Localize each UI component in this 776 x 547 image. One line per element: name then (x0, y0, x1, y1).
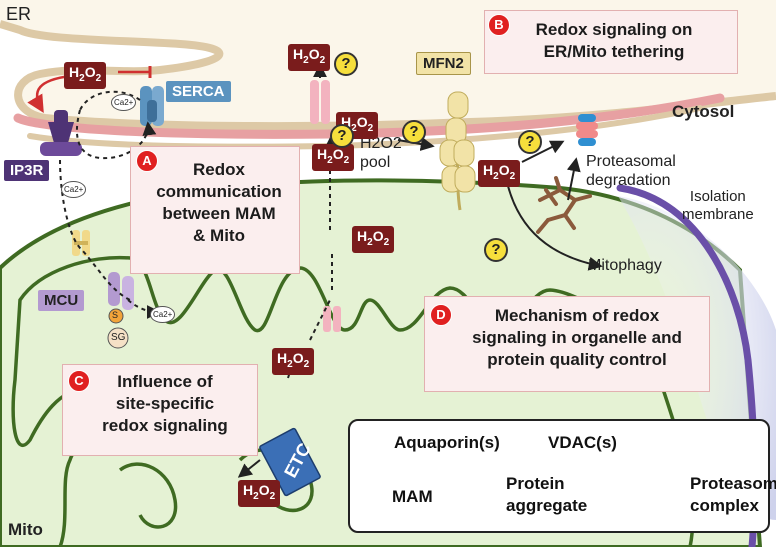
panel-a: Redox communication between MAM & Mito (130, 146, 300, 274)
panel-c: Influence of site-specific redox signali… (62, 364, 258, 456)
panel-c-text: Influence of site-specific redox signali… (102, 372, 228, 435)
mfn2-tether (439, 91, 476, 211)
panel-b-text: Redox signaling on ER/Mito tethering (535, 20, 693, 61)
ip3r-label: IP3R (4, 160, 50, 181)
mitophagy-label: Mitophagy (588, 257, 662, 274)
panel-b-badge: B (488, 14, 510, 36)
protein-aggregate (536, 176, 592, 234)
legend: Aquaporin(s) VDAC(s) MAM Protein aggrega… (348, 419, 776, 533)
serca-pump (140, 86, 164, 126)
mito-vdac (72, 230, 90, 256)
er-membrane (0, 20, 776, 131)
s-label: S (112, 310, 119, 320)
panel-d: Mechanism of redox signaling in organell… (424, 296, 710, 392)
legend-vdac-label: VDAC(s) (548, 433, 617, 452)
question-icon-mitophagy: ? (484, 238, 508, 262)
panel-d-badge: D (430, 304, 452, 326)
sg-label: SG (111, 332, 126, 343)
h2o2-badge-er: H2O2 (64, 62, 107, 89)
proteasomal-degradation-label: Proteasomal degradation (586, 153, 676, 189)
h2o2-badge-pool-front: H2O2 (312, 144, 355, 171)
h2o2-badge-mito: H2O2 (272, 348, 315, 375)
ip3r-channel (40, 110, 82, 156)
h2o2-badge-cytosol: H2O2 (478, 160, 521, 187)
panel-c-badge: C (68, 370, 90, 392)
mito-aquaporin (323, 306, 341, 332)
h2o2-badge-top: H2O2 (288, 44, 331, 71)
isolation-membrane-label: Isolation membrane (682, 188, 754, 223)
question-icon-top: ? (334, 52, 358, 76)
proteasome (576, 114, 598, 146)
panel-d-text: Mechanism of redox signaling in organell… (472, 306, 682, 369)
mito-label: Mito (8, 520, 43, 539)
ca-label-mcu: Ca2+ (150, 306, 176, 323)
ca-label-serca: Ca2+ (111, 94, 137, 111)
h2o2-badge-etc: H2O2 (238, 480, 281, 507)
er-aquaporin (310, 80, 330, 124)
ca-label-ip3r: Ca2+ (61, 181, 87, 198)
question-icon-pool: ? (330, 124, 354, 148)
cytosol-label: Cytosol (672, 102, 735, 121)
legend-protein-aggregate-label: Protein aggregate (506, 474, 588, 515)
legend-aquaporin-label: Aquaporin(s) (394, 433, 500, 452)
legend-proteasome-complex-label: Proteasome complex (690, 474, 776, 515)
h2o2-badge-mito-outer: H2O2 (352, 226, 395, 253)
mcu-label: MCU (38, 290, 85, 311)
panel-a-badge: A (136, 150, 158, 172)
question-icon-proteasome: ? (518, 130, 542, 154)
panel-b: Redox signaling on ER/Mito tethering (484, 10, 738, 74)
mfn2-label: MFN2 (416, 52, 471, 75)
serca-label: SERCA (166, 81, 231, 102)
panel-a-text: Redox communication between MAM & Mito (156, 160, 282, 245)
legend-mam-label: MAM (392, 487, 433, 506)
h2o2-pool-label: H2O2 pool (360, 135, 402, 171)
question-icon-mfn2: ? (402, 120, 426, 144)
etc-block (259, 427, 321, 497)
er-label: ER (6, 4, 32, 24)
